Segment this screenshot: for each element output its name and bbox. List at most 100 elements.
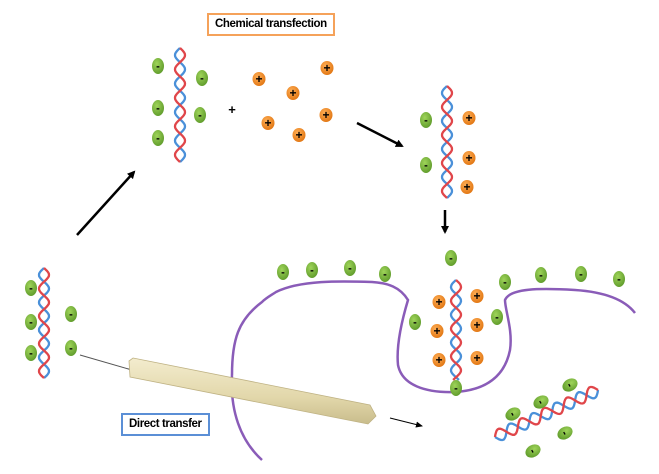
- positive-charge-icon: +: [470, 289, 484, 303]
- negative-charge-icon: -: [420, 157, 432, 173]
- svg-text:-: -: [424, 160, 428, 172]
- svg-text:+: +: [255, 72, 262, 86]
- negative-charge-icon: -: [409, 314, 421, 330]
- svg-text:+: +: [473, 289, 480, 303]
- arrow-to-chemical: [76, 170, 136, 236]
- negative-charge-icon: -: [194, 107, 206, 123]
- svg-text:-: -: [156, 103, 160, 115]
- positive-charge-icon: +: [462, 151, 476, 165]
- positive-charge-icon: +: [320, 61, 334, 75]
- svg-text:-: -: [156, 133, 160, 145]
- arrow-to-complex: [356, 121, 404, 148]
- negative-charge-icon: -: [65, 306, 77, 322]
- svg-text:+: +: [322, 108, 329, 122]
- negative-charge-icon: -: [25, 345, 37, 361]
- svg-text:-: -: [506, 410, 518, 419]
- svg-text:-: -: [310, 265, 314, 277]
- svg-text:-: -: [281, 267, 285, 279]
- positive-charge-icon: +: [460, 180, 474, 194]
- svg-text:+: +: [289, 86, 296, 100]
- positive-charge-icon: +: [292, 128, 306, 142]
- svg-text:-: -: [503, 277, 507, 289]
- svg-text:-: -: [449, 253, 453, 265]
- svg-text:+: +: [323, 61, 330, 75]
- svg-text:-: -: [29, 317, 33, 329]
- negative-charge-icon: -: [152, 130, 164, 146]
- svg-text:-: -: [563, 381, 575, 390]
- dna-chemical-top: [173, 47, 187, 163]
- negative-charge-icon: -: [562, 378, 578, 392]
- positive-charge-icon: +: [462, 111, 476, 125]
- svg-text:-: -: [69, 309, 73, 321]
- svg-text:-: -: [579, 269, 583, 281]
- negative-charge-icon: -: [445, 250, 457, 266]
- dna-strand-red: [493, 385, 599, 438]
- mixing-plus-sign: +: [228, 102, 236, 117]
- direct-transfer-label: Direct transfer: [121, 413, 210, 436]
- positive-charge-icon: +: [319, 108, 333, 122]
- negative-charge-icon: -: [525, 444, 541, 458]
- svg-text:+: +: [295, 128, 302, 142]
- dna-in-vesicle: [449, 279, 463, 381]
- negative-charge-icon: -: [505, 407, 521, 421]
- negative-charge-icon: -: [306, 262, 318, 278]
- positive-charge-icon: +: [252, 72, 266, 86]
- dna-strand-red: [440, 85, 454, 199]
- chemical-transfection-label: Chemical transfection: [207, 13, 335, 36]
- dna-free-left: [37, 267, 51, 379]
- negative-charge-icon: -: [196, 70, 208, 86]
- dna-strand-blue: [494, 389, 600, 442]
- svg-text:-: -: [495, 312, 499, 324]
- negative-charge-icon: -: [65, 340, 77, 356]
- negative-charge-icon: -: [25, 314, 37, 330]
- svg-text:-: -: [383, 269, 387, 281]
- dna-strand-red: [173, 47, 187, 163]
- positive-charge-icon: +: [432, 295, 446, 309]
- svg-text:-: -: [156, 61, 160, 73]
- svg-text:-: -: [69, 343, 73, 355]
- positive-charge-icon: +: [432, 353, 446, 367]
- dna-complex: [440, 85, 454, 199]
- svg-text:+: +: [465, 111, 472, 125]
- svg-text:-: -: [413, 317, 417, 329]
- microinjection-needle[interactable]: [128, 357, 377, 425]
- svg-text:+: +: [264, 116, 271, 130]
- positive-charge-icon: +: [470, 351, 484, 365]
- negative-charge-icon: -: [450, 380, 462, 396]
- svg-text:-: -: [29, 283, 33, 295]
- positive-charge-icon: +: [261, 116, 275, 130]
- positive-charge-icon: +: [430, 324, 444, 338]
- dna-strand-red: [449, 279, 463, 381]
- svg-text:+: +: [463, 180, 470, 194]
- svg-text:+: +: [433, 324, 440, 338]
- svg-text:+: +: [435, 295, 442, 309]
- negative-charge-icon: -: [420, 112, 432, 128]
- arrow-to-released: [389, 417, 423, 428]
- negative-charge-icon: -: [557, 426, 573, 440]
- svg-text:+: +: [435, 353, 442, 367]
- negative-charge-icon: -: [25, 280, 37, 296]
- positive-charge-icon: +: [286, 86, 300, 100]
- negative-charge-icon: -: [575, 266, 587, 282]
- negative-charge-icon: -: [277, 264, 289, 280]
- negative-charge-icon: -: [344, 260, 356, 276]
- svg-text:-: -: [539, 270, 543, 282]
- negative-charge-icon: -: [152, 100, 164, 116]
- svg-text:-: -: [29, 348, 33, 360]
- dna-released: [493, 385, 600, 442]
- negative-charge-icon: -: [533, 395, 549, 409]
- negative-charge-icon: -: [613, 271, 625, 287]
- svg-text:+: +: [473, 318, 480, 332]
- svg-text:-: -: [454, 383, 458, 395]
- svg-text:-: -: [348, 263, 352, 275]
- svg-text:+: +: [465, 151, 472, 165]
- svg-text:+: +: [473, 351, 480, 365]
- svg-text:-: -: [534, 398, 546, 407]
- needle-tether: [79, 354, 133, 371]
- negative-charge-icon: -: [491, 309, 503, 325]
- dna-strand-red: [37, 267, 51, 379]
- svg-text:-: -: [198, 110, 202, 122]
- svg-text:-: -: [526, 447, 538, 456]
- negative-charge-icon: -: [535, 267, 547, 283]
